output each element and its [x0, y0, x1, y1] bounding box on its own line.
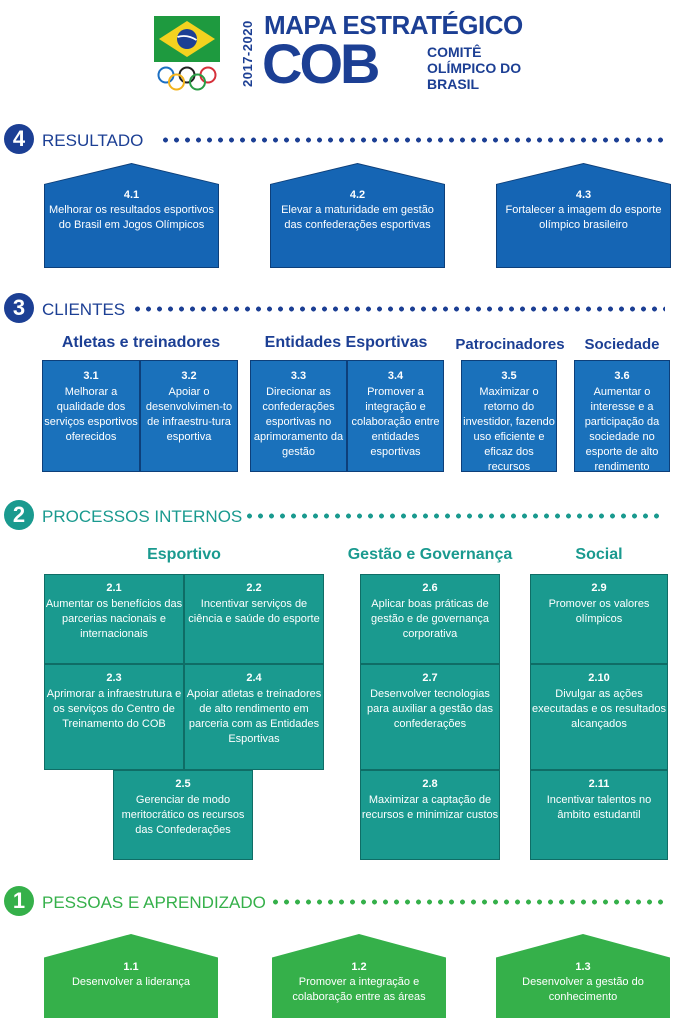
cob-full-name: COMITÊ OLÍMPICO DO BRASIL	[427, 44, 522, 92]
objective-number: 2.6	[422, 582, 438, 594]
objective-text: Apoiar atletas e treinadores de alto ren…	[186, 688, 322, 745]
section-title-clientes: CLIENTES	[42, 300, 126, 319]
objective-number: 2.3	[106, 672, 122, 684]
objective-2-11: 2.11 Incentivar talentos no âmbito estud…	[530, 770, 668, 860]
objective-text: Maximizar o retorno do investidor, fazen…	[463, 386, 555, 473]
objective-1-1: 1.1 Desenvolver a liderança	[44, 934, 218, 1018]
objective-number: 2.4	[246, 672, 262, 684]
objective-text: Promover a integração e colaboração entr…	[351, 386, 440, 458]
section-number-2: 2	[4, 500, 34, 530]
objective-number: 4.3	[575, 189, 592, 201]
objective-text: Incentivar serviços de ciência e saúde d…	[188, 598, 320, 625]
objective-text: Desenvolver tecnologias para auxiliar a …	[367, 688, 493, 730]
objective-number: 4.2	[349, 189, 366, 201]
objective-2-4: 2.4 Apoiar atletas e treinadores de alto…	[184, 664, 324, 770]
objective-number: 2.11	[588, 778, 610, 790]
objective-2-9: 2.9 Promover os valores olímpicos	[530, 574, 668, 664]
group-title-patrocinadores: Patrocinadores	[455, 336, 565, 353]
objective-text: Divulgar as ações executadas e os result…	[532, 688, 666, 730]
section-title-pessoas: PESSOAS E APRENDIZADO	[42, 893, 266, 912]
objective-number: 2.9	[591, 582, 607, 594]
section-number-4: 4	[4, 124, 34, 154]
objective-text: Fortalecer a imagem do esporte olímpico …	[505, 204, 662, 231]
objective-2-1: 2.1 Aumentar os benefícios das parcerias…	[44, 574, 184, 664]
group-title-esportivo: Esportivo	[147, 546, 221, 563]
section-title-resultado: RESULTADO	[42, 131, 144, 150]
objective-text: Aprimorar a infraestrutura e os serviços…	[46, 688, 182, 730]
objective-3-4: 3.4 Promover a integração e colaboração …	[347, 360, 444, 472]
objective-text: Desenvolver a liderança	[71, 976, 190, 988]
objective-text: Promover os valores olímpicos	[548, 598, 650, 625]
period-label: 2017-2020	[240, 20, 255, 88]
olympic-rings-logo	[154, 66, 220, 92]
objective-4-1: 4.1 Melhorar os resultados esportivos do…	[44, 163, 219, 268]
objective-2-5: 2.5 Gerenciar de modo meritocrático os r…	[113, 770, 253, 860]
group-title-social: Social	[575, 546, 623, 563]
group-title-entidades: Entidades Esportivas	[264, 334, 428, 351]
objective-text: Gerenciar de modo meritocrático os recur…	[121, 794, 245, 836]
objective-text: Aplicar boas práticas de gestão e de gov…	[370, 598, 490, 640]
objective-text: Direcionar as confederações esportivas n…	[253, 386, 344, 458]
objective-3-5: 3.5 Maximizar o retorno do investidor, f…	[461, 360, 557, 473]
objective-text: Incentivar talentos no âmbito estudantil	[546, 794, 652, 821]
objective-2-6: 2.6 Aplicar boas práticas de gestão e de…	[360, 574, 500, 664]
objective-number: 3.1	[83, 370, 99, 382]
objective-number: 2.8	[422, 778, 438, 790]
group-title-sociedade: Sociedade	[584, 336, 660, 353]
objective-number: 3.5	[501, 370, 517, 382]
objective-2-7: 2.7 Desenvolver tecnologias para auxilia…	[360, 664, 500, 770]
objective-text: Elevar a maturidade em gestão das confed…	[281, 204, 434, 231]
dotted-divider	[270, 899, 665, 905]
objective-4-3: 4.3 Fortalecer a imagem do esporte olímp…	[496, 163, 671, 268]
objective-number: 3.3	[290, 370, 307, 382]
objective-number: 2.1	[106, 582, 122, 594]
section-title-processos: PROCESSOS INTERNOS	[42, 507, 243, 526]
group-title-atletas: Atletas e treinadores	[61, 334, 221, 351]
objective-text: Melhorar os resultados esportivos do Bra…	[48, 204, 215, 231]
objective-3-1: 3.1 Melhorar a qualidade dos serviços es…	[42, 360, 140, 472]
objective-number: 3.6	[614, 370, 630, 382]
objective-number: 2.7	[422, 672, 438, 684]
objective-number: 3.2	[181, 370, 197, 382]
objective-1-2: 1.2 Promover a integração e colaboração …	[272, 934, 446, 1018]
objective-1-3: 1.3 Desenvolver a gestão do conhecimento	[496, 934, 670, 1018]
objective-3-3: 3.3 Direcionar as confederações esportiv…	[250, 360, 347, 472]
objective-number: 1.1	[123, 961, 139, 973]
objective-number: 3.4	[387, 370, 404, 382]
section-number-3: 3	[4, 293, 34, 323]
objective-number: 2.5	[175, 778, 191, 790]
objective-text: Aumentar o interesse e a participação da…	[584, 386, 660, 473]
objective-3-2: 3.2 Apoiar o desenvolvimen-to de infraes…	[140, 360, 238, 472]
objective-text: Maximizar a captação de recursos e minim…	[361, 794, 499, 821]
objective-number: 4.1	[123, 189, 140, 201]
objective-number: 1.3	[575, 961, 591, 973]
section-number-1: 1	[4, 886, 34, 916]
objective-number: 2.10	[588, 672, 610, 684]
objective-2-3: 2.3 Aprimorar a infraestrutura e os serv…	[44, 664, 184, 770]
objective-text: Desenvolver a gestão do conhecimento	[522, 976, 644, 1003]
group-title-gestao: Gestão e Governança	[347, 546, 513, 563]
objective-text: Melhorar a qualidade dos serviços esport…	[44, 386, 138, 443]
dotted-divider	[160, 137, 665, 143]
objective-2-10: 2.10 Divulgar as ações executadas e os r…	[530, 664, 668, 770]
cob-acronym: COB	[262, 32, 380, 95]
objective-3-6: 3.6 Aumentar o interesse e a participaçã…	[574, 360, 670, 473]
objective-4-2: 4.2 Elevar a maturidade em gestão das co…	[270, 163, 445, 268]
objective-number: 1.2	[351, 961, 367, 973]
objective-text: Promover a integração e colaboração entr…	[292, 976, 426, 1003]
objective-number: 2.2	[246, 582, 262, 594]
map-title: MAPA ESTRATÉGICO	[264, 10, 523, 40]
dotted-divider	[244, 513, 665, 519]
dotted-divider	[132, 306, 665, 312]
objective-text: Aumentar os benefícios das parcerias nac…	[45, 598, 183, 640]
objective-text: Apoiar o desenvolvimen-to de infraestru-…	[145, 386, 233, 443]
objective-2-8: 2.8 Maximizar a captação de recursos e m…	[360, 770, 500, 860]
brazil-flag	[154, 16, 220, 62]
objective-2-2: 2.2 Incentivar serviços de ciência e saú…	[184, 574, 324, 664]
